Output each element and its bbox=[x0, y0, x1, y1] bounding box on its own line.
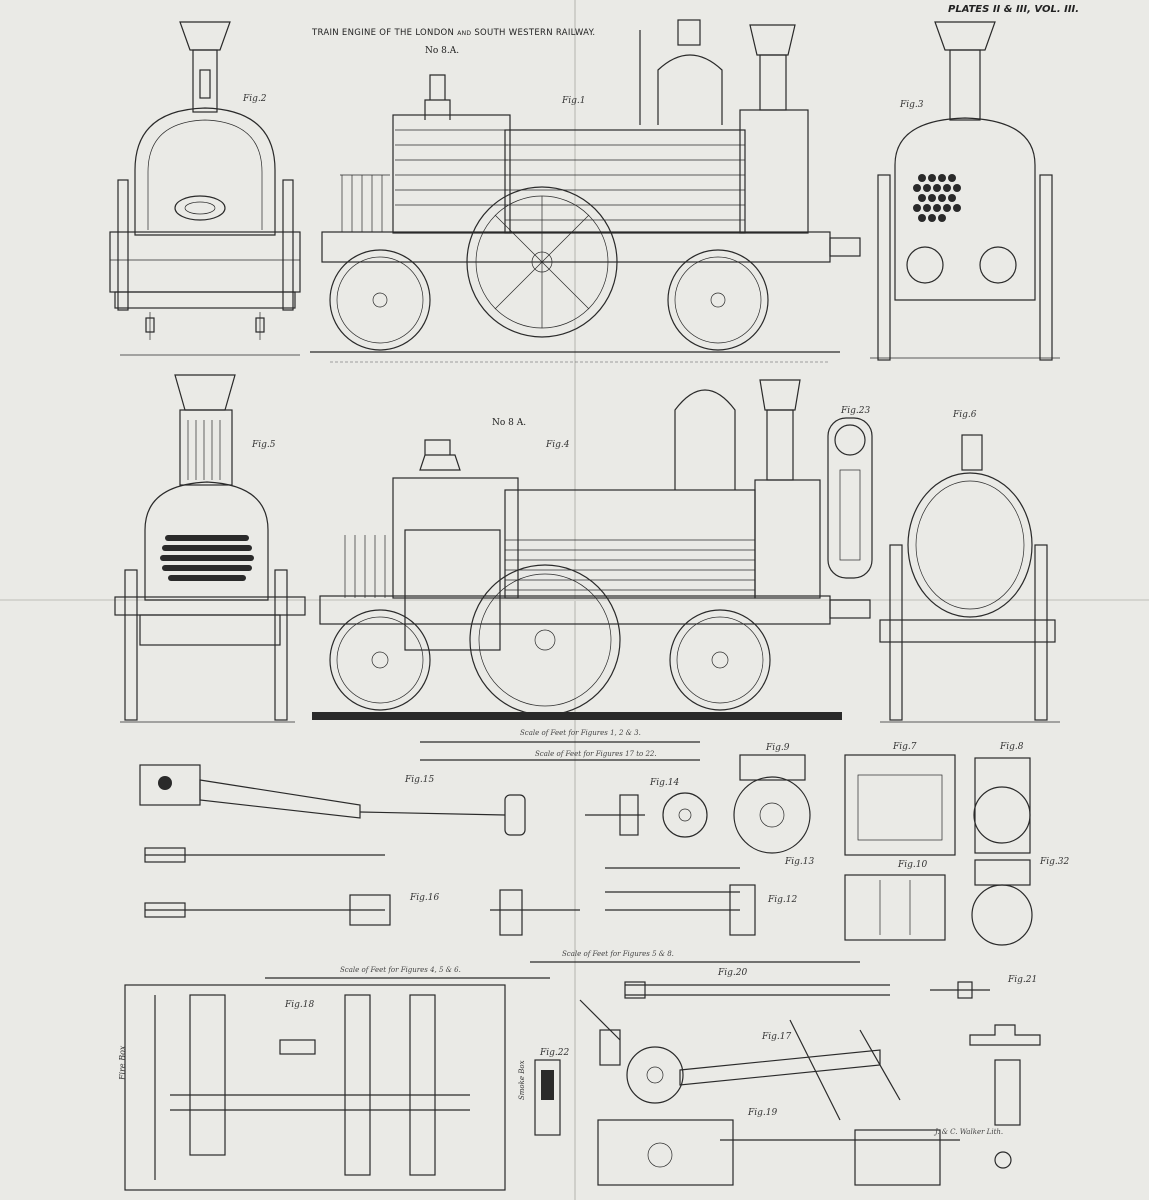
printer-credit: J. & C. Walker Lith. bbox=[935, 1128, 1004, 1136]
fig2-front-elevation bbox=[109, 21, 301, 356]
scale-label-4: Scale of Feet for Figures 4, 5 & 6. bbox=[340, 966, 461, 974]
label-fig3: Fig.3 bbox=[900, 100, 924, 110]
fig17-valve-motion bbox=[579, 999, 901, 1121]
plate-title-and: AND bbox=[457, 30, 472, 37]
label-fig8: Fig.8 bbox=[1000, 742, 1024, 752]
label-fig14: Fig.14 bbox=[650, 778, 680, 788]
fig21-detail bbox=[930, 981, 1041, 1169]
fig22-detail bbox=[534, 1059, 561, 1136]
fig4-longitudinal-section bbox=[312, 379, 871, 720]
plate-title: TRAIN ENGINE OF THE LONDON AND SOUTH WES… bbox=[312, 28, 595, 38]
label-fig7: Fig.7 bbox=[893, 742, 917, 752]
number-mid: No 8 A. bbox=[492, 418, 527, 428]
scale-label-3: Scale of Feet for Figures 5 & 8. bbox=[562, 950, 674, 958]
scale-bars bbox=[265, 741, 860, 979]
smoke-box-label: Smoke Box bbox=[518, 1060, 526, 1100]
label-fig4: Fig.4 bbox=[546, 440, 570, 450]
fig3-section bbox=[870, 21, 1060, 361]
scale-label-2: Scale of Feet for Figures 17 to 22. bbox=[535, 750, 657, 758]
fig20-rod bbox=[624, 981, 890, 999]
fire-box-label: Fire Box bbox=[118, 1045, 127, 1080]
label-fig21: Fig.21 bbox=[1008, 975, 1038, 985]
label-fig18: Fig.18 bbox=[285, 1000, 315, 1010]
fig23-detail bbox=[827, 417, 873, 579]
fig10-fig32-valve-box bbox=[844, 859, 1033, 946]
label-fig23: Fig.23 bbox=[841, 406, 871, 416]
fig1-side-elevation bbox=[310, 19, 861, 363]
fig14-piston bbox=[585, 792, 708, 838]
fig9-cylinder-end bbox=[733, 754, 811, 854]
label-fig12: Fig.12 bbox=[768, 895, 798, 905]
label-fig2: Fig.2 bbox=[243, 94, 267, 104]
label-fig22: Fig.22 bbox=[540, 1048, 570, 1058]
label-fig15: Fig.15 bbox=[405, 775, 435, 785]
plate-id: PLATES II & III, VOL. III. bbox=[948, 4, 1080, 15]
fig5-front-section bbox=[114, 374, 306, 723]
label-fig13: Fig.13 bbox=[785, 857, 815, 867]
fig6-rear-elevation bbox=[879, 434, 1060, 723]
label-fig32: Fig.32 bbox=[1040, 857, 1070, 867]
fig13-fig12-valve-gear bbox=[490, 867, 756, 936]
label-fig17: Fig.17 bbox=[762, 1032, 792, 1042]
label-fig20: Fig.20 bbox=[718, 968, 748, 978]
fig7-cylinder bbox=[844, 754, 956, 856]
label-fig9: Fig.9 bbox=[766, 743, 790, 753]
label-fig1: Fig.1 bbox=[562, 96, 586, 106]
label-fig5: Fig.5 bbox=[252, 440, 276, 450]
label-fig10: Fig.10 bbox=[898, 860, 928, 870]
scale-label-1: Scale of Feet for Figures 1, 2 & 3. bbox=[520, 729, 641, 737]
fig8-cylinder-section bbox=[973, 757, 1031, 854]
number-top: No 8.A. bbox=[425, 46, 460, 56]
label-fig16: Fig.16 bbox=[410, 893, 440, 903]
plate-title-part-b: SOUTH WESTERN RAILWAY. bbox=[474, 28, 596, 38]
label-fig6: Fig.6 bbox=[953, 410, 977, 420]
fig18-frame-plan bbox=[124, 984, 506, 1191]
plate-title-part-a: TRAIN ENGINE OF THE LONDON bbox=[312, 28, 455, 38]
label-fig19: Fig.19 bbox=[748, 1108, 778, 1118]
fig19-detail bbox=[597, 1119, 960, 1186]
fig15-connecting-rod bbox=[139, 764, 526, 926]
